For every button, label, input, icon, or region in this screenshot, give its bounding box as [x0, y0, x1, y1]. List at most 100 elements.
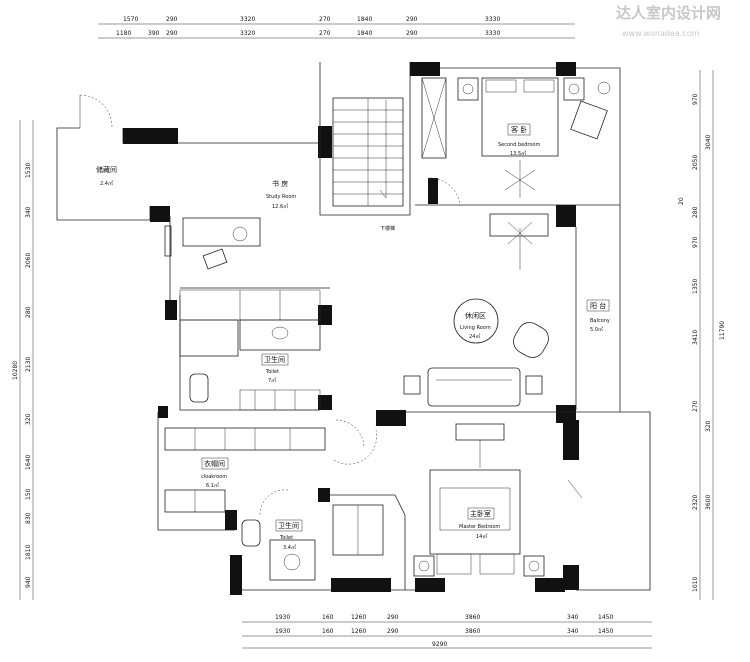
- storage-name: 储藏间: [96, 165, 117, 174]
- watermark-title: 达人室内设计网: [616, 4, 721, 22]
- room-label-storage: 储藏间 2.4㎡: [96, 165, 117, 187]
- dim-left-10: 940: [25, 576, 32, 588]
- cloakroom-area: 6.1㎡: [206, 482, 219, 489]
- dim-right-total: 11790: [719, 321, 726, 340]
- room-label-living: 休闲区 Living Room 24㎡: [460, 311, 491, 340]
- dim-bot1-4: 3860: [465, 614, 480, 621]
- dim-top1-5: 290: [406, 16, 418, 23]
- top-dimensions-row2: 1180 390 290 3320 270 1840 290 3330: [116, 30, 500, 37]
- study-name: 书 房: [272, 179, 288, 188]
- dim-right-6: 1350: [692, 279, 699, 294]
- living-furniture: [403, 298, 549, 407]
- doors: [79, 94, 583, 516]
- dim-top1-0: 1570: [123, 16, 138, 23]
- dim-bot2-4: 3860: [465, 628, 480, 635]
- dim-left-5: 320: [25, 413, 32, 425]
- bottom-dimensions-row2: 1930 160 1260 290 3860 340 1450: [275, 628, 613, 635]
- dim-right-10: 2320: [692, 495, 699, 510]
- dim-top2-6: 290: [406, 30, 418, 37]
- dim-left-6: 1640: [25, 455, 32, 470]
- dim-bot2-0: 1930: [275, 628, 290, 635]
- dim-bot2-1: 160: [322, 628, 334, 635]
- dim-top2-1: 390: [148, 30, 160, 37]
- toilet1-fixtures: [179, 289, 321, 411]
- dim-right-0: 970: [692, 93, 699, 105]
- balcony-area: 5.0㎡: [590, 326, 603, 333]
- study-desk: [164, 217, 261, 270]
- dim-bot2-2: 1260: [351, 628, 366, 635]
- master-name: 主卧室: [470, 509, 491, 518]
- dim-top2-2: 290: [166, 30, 178, 37]
- dim-bot1-5: 340: [567, 614, 579, 621]
- room-label-balcony: 阳 台 Balcony 5.0㎡: [586, 299, 610, 333]
- dim-right-1: 3040: [705, 135, 712, 150]
- toilet1-name: 卫生间: [264, 355, 285, 364]
- tv-unit-living: [489, 213, 549, 270]
- left-dimensions: 1530 340 2060 280 2130 320 1640 150 830 …: [12, 163, 32, 588]
- toilet1-en: Toilet: [265, 369, 279, 375]
- dim-right-11: 3600: [705, 495, 712, 510]
- walls: [56, 62, 651, 595]
- dim-right-3: 2050: [692, 155, 699, 170]
- master-en: Master Bedroom: [459, 524, 500, 530]
- dim-top2-7: 3330: [485, 30, 500, 37]
- room-label-second-bedroom: 客 卧 Second bedroom 13.5㎡: [498, 123, 540, 157]
- dim-bot2-5: 340: [567, 628, 579, 635]
- dim-top1-4: 1840: [357, 16, 372, 23]
- cloakroom-wardrobes: [164, 427, 326, 513]
- dim-right-4: 280: [692, 206, 699, 218]
- toilet2-fixtures: [241, 504, 384, 581]
- dim-top1-2: 3320: [240, 16, 255, 23]
- master-bedroom-bed: [413, 423, 545, 577]
- dim-right-5: 970: [692, 236, 699, 248]
- room-label-toilet1: 卫生间 Toilet 7㎡: [261, 353, 289, 384]
- study-area: 12.6㎡: [272, 203, 288, 210]
- second-bedroom-name: 客 卧: [511, 125, 527, 134]
- top-dimensions-row1: 1570 290 3320 270 1840 290 3330: [123, 16, 500, 23]
- watermark: 达人室内设计网 www.wonadea.com: [616, 4, 721, 38]
- dim-left-3: 280: [25, 306, 32, 318]
- cloakroom-name: 衣帽间: [204, 459, 225, 468]
- dim-left-1: 340: [25, 206, 32, 218]
- storage-area: 2.4㎡: [100, 180, 113, 187]
- stairs-label: 下楼梯: [380, 225, 395, 232]
- room-label-cloakroom: 衣帽间 cloakroom 6.1㎡: [201, 457, 229, 489]
- dim-right-9: 320: [705, 420, 712, 432]
- dim-bot1-6: 1450: [598, 614, 613, 621]
- dim-left-total: 10280: [12, 361, 19, 380]
- toilet1-area: 7㎡: [268, 377, 276, 384]
- dim-top2-4: 270: [319, 30, 331, 37]
- dim-right-8: 270: [692, 400, 699, 412]
- dim-left-8: 830: [25, 512, 32, 524]
- dim-right-7: 3410: [692, 330, 699, 345]
- second-bedroom-en: Second bedroom: [498, 142, 540, 148]
- balcony-name: 阳 台: [590, 301, 606, 310]
- toilet2-name: 卫生间: [278, 521, 299, 530]
- living-area: 24㎡: [469, 333, 480, 340]
- dim-left-4: 2130: [25, 357, 32, 372]
- living-name: 休闲区: [465, 311, 486, 320]
- dim-bot2-3: 290: [387, 628, 399, 635]
- dim-left-9: 1810: [25, 545, 32, 560]
- second-bedroom-bed: [457, 77, 585, 198]
- dim-top2-0: 1180: [116, 30, 131, 37]
- cloakroom-en: cloakroom: [201, 474, 227, 480]
- room-label-study: 书 房 Study Room 12.6㎡: [266, 179, 296, 210]
- stairs: [332, 97, 404, 207]
- balcony-en: Balcony: [590, 318, 610, 324]
- dim-left-0: 1530: [25, 163, 32, 178]
- room-label-master: 主卧室 Master Bedroom 14㎡: [459, 507, 500, 540]
- dim-right-12: 1010: [692, 577, 699, 592]
- toilet2-en: Toilet: [279, 535, 293, 541]
- dim-top1-1: 290: [166, 16, 178, 23]
- second-bedroom-desk: [570, 81, 611, 140]
- dim-top1-3: 270: [319, 16, 331, 23]
- toilet2-area: 3.4㎡: [283, 544, 296, 551]
- dim-bot2-6: 1450: [598, 628, 613, 635]
- dim-bottom-total: 9290: [432, 641, 447, 648]
- dim-left-7: 150: [25, 488, 32, 500]
- bottom-dimensions-row1: 1930 160 1260 290 3860 340 1450: [275, 614, 613, 621]
- dim-left-2: 2060: [25, 253, 32, 268]
- master-area: 14㎡: [476, 533, 487, 540]
- dim-bot1-1: 160: [322, 614, 334, 621]
